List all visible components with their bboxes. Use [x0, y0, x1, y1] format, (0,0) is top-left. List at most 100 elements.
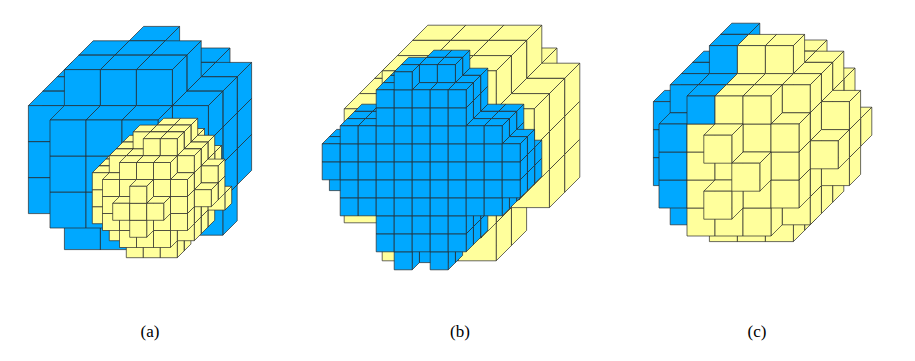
- voxel-face: [160, 132, 184, 139]
- voxel-face: [743, 208, 771, 236]
- voxel-face: [340, 180, 358, 198]
- voxel-face: [732, 163, 760, 191]
- voxel-face: [448, 144, 466, 162]
- voxel-cluster: [653, 23, 871, 241]
- voxel-face: [430, 180, 448, 198]
- voxel-face: [137, 163, 154, 180]
- voxel-face: [120, 163, 137, 180]
- voxel-face: [174, 118, 198, 125]
- voxel-face: [136, 55, 186, 69]
- voxel-face: [782, 85, 810, 113]
- voxel-face: [201, 62, 251, 76]
- voxel-face: [430, 162, 448, 180]
- voxel-face: [394, 180, 412, 198]
- voxel-face: [437, 65, 455, 83]
- voxel-face: [322, 144, 340, 162]
- voxel-face: [484, 180, 502, 198]
- voxel-face: [376, 162, 394, 180]
- voxel-face: [100, 70, 136, 106]
- voxel-face: [448, 162, 466, 180]
- voxel-face: [103, 180, 120, 197]
- voxel-face: [448, 198, 466, 216]
- voxel-face: [430, 108, 448, 126]
- voxel-face: [437, 57, 462, 64]
- voxel-face: [394, 126, 412, 144]
- voxel-face: [484, 144, 502, 162]
- voxel-face: [130, 186, 147, 203]
- voxel-face: [130, 186, 147, 203]
- voxel-face: [50, 156, 86, 192]
- voxel-face: [171, 214, 188, 231]
- voxel-face: [412, 216, 430, 234]
- voxel-face: [394, 234, 412, 252]
- voxel-face: [394, 72, 412, 90]
- voxel-face: [430, 90, 448, 108]
- voxel-face: [154, 156, 178, 163]
- voxel-face: [473, 40, 526, 55]
- voxel-face: [805, 51, 844, 62]
- voxel-face: [448, 234, 466, 252]
- voxel-face: [412, 234, 430, 252]
- voxel-face: [709, 46, 737, 74]
- voxel-face: [430, 144, 448, 162]
- voxel-face: [394, 252, 412, 270]
- voxel-face: [810, 141, 838, 169]
- voxel-face: [160, 139, 177, 156]
- voxel-face: [412, 198, 430, 216]
- voxel-face: [484, 126, 502, 144]
- voxel-face: [466, 144, 484, 162]
- voxel-face: [154, 231, 171, 248]
- voxel-face: [322, 162, 340, 180]
- voxel-face: [201, 166, 218, 183]
- voxel-face: [448, 108, 466, 126]
- voxel-face: [448, 180, 466, 198]
- voxel-face: [129, 26, 179, 40]
- voxel-face: [358, 126, 376, 144]
- voxel-face: [721, 23, 760, 34]
- voxel-face: [765, 46, 793, 74]
- voxel-face: [765, 34, 804, 45]
- voxel-face: [113, 203, 130, 220]
- voxel-face: [340, 162, 358, 180]
- voxel-face: [502, 144, 520, 162]
- voxel-face: [484, 162, 502, 180]
- voxel-face: [430, 234, 448, 252]
- voxel-face: [448, 126, 466, 144]
- voxel-face: [154, 163, 171, 180]
- voxel-face: [412, 144, 430, 162]
- voxel-face: [376, 90, 394, 108]
- voxel-face: [419, 65, 437, 83]
- voxel-cluster: [28, 26, 251, 257]
- voxel-face: [448, 83, 473, 90]
- voxel-face: [430, 126, 448, 144]
- voxel-face: [430, 252, 448, 270]
- voxel-face: [394, 216, 412, 234]
- voxel-face: [489, 25, 542, 40]
- voxel-face: [122, 106, 172, 120]
- voxel-face: [466, 180, 484, 198]
- voxel-face: [50, 192, 86, 228]
- voxel-face: [466, 126, 484, 144]
- voxel-cluster: [322, 25, 580, 270]
- voxel-face: [358, 144, 376, 162]
- voxel-face: [130, 203, 147, 220]
- voxel-face: [466, 198, 484, 216]
- voxel-face: [376, 108, 394, 126]
- voxel-face: [50, 120, 86, 156]
- voxel-face: [171, 180, 188, 197]
- voxel-face: [484, 198, 502, 216]
- voxel-face: [376, 216, 394, 234]
- voxel-face: [130, 203, 147, 220]
- voxel-face: [194, 190, 211, 207]
- voxel-face: [771, 180, 799, 208]
- voxel-face: [448, 216, 466, 234]
- voxel-face: [412, 90, 430, 108]
- voxel-face: [130, 180, 154, 187]
- voxel-face: [502, 162, 520, 180]
- voxel-face: [376, 234, 394, 252]
- voxel-face: [394, 162, 412, 180]
- voxel-face: [484, 119, 509, 126]
- voxel-face: [412, 108, 430, 126]
- voxel-face: [491, 111, 516, 118]
